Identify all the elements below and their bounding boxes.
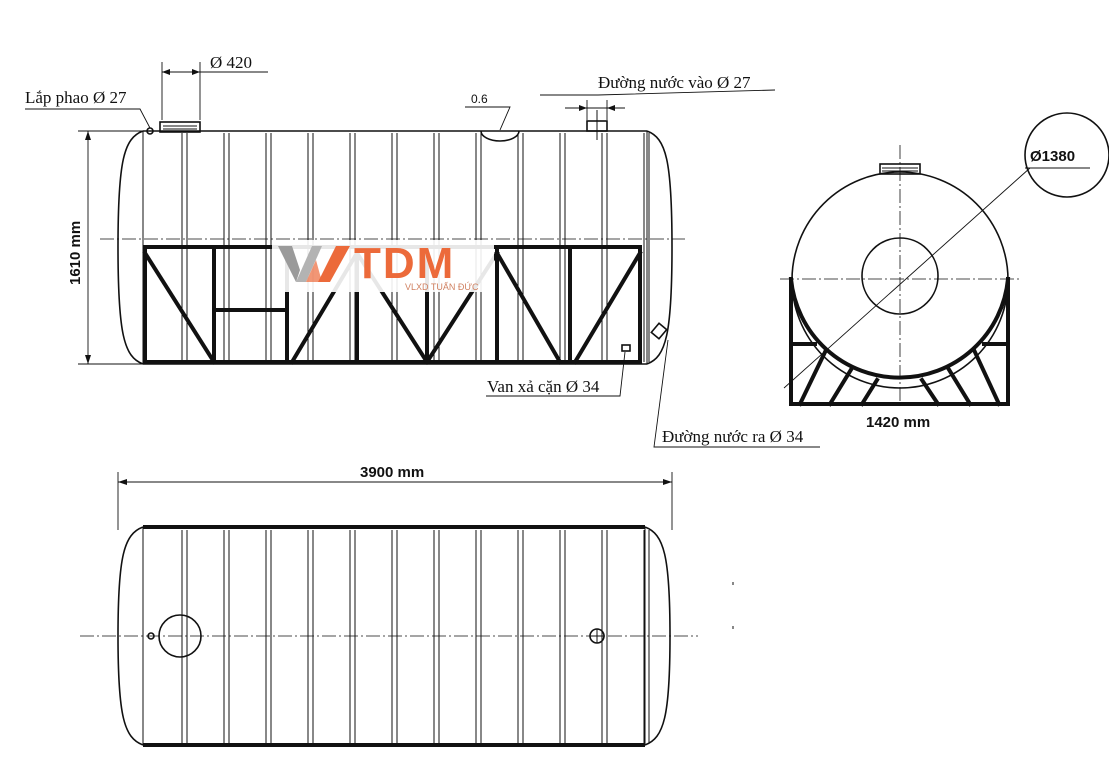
float-label: Lắp phao Ø 27 [25,88,127,107]
manhole-diameter-label: Ø 420 [210,53,252,72]
drain-valve-label: Van xả cặn Ø 34 [487,377,600,396]
vent-label: 0.6 [471,92,488,106]
length-label: 3900 mm [360,464,424,481]
outlet-pipe [650,322,668,340]
plan-view: 3900 mm [80,464,734,747]
vent-leader [465,106,511,131]
drain-valve-leader [486,351,626,397]
end-callout-circle [1024,112,1109,198]
logo-wordmark: TDM [354,239,455,288]
inlet-pipe [586,110,608,140]
side-manhole [159,121,201,133]
end-diameter-label: Ø1380 [1030,148,1075,165]
plan-float-hole [147,632,155,640]
end-top-fitting [879,163,921,175]
end-width-label: 1420 mm [866,414,930,431]
outlet-leader [653,339,820,448]
length-dimension [117,472,673,530]
height-dimension [78,130,143,365]
side-support-frame [142,245,643,365]
logo-emblem-icon [278,246,350,282]
float-leader [25,108,151,129]
float-fitting [146,127,154,135]
end-cradle-frame [788,276,1011,407]
plan-manhole-circle [158,614,202,658]
tdm-logo: TDM VLXD TUẤN ĐỨC [272,239,494,292]
end-diameter-leader [783,167,1031,389]
drain-valve [621,344,631,352]
vent-dome [480,130,520,142]
inlet-label: Đường nước vào Ø 27 [598,73,751,92]
end-view: Ø1380 1420 mm [780,112,1109,431]
inlet-dimension [540,89,776,120]
outlet-label: Đường nước ra Ø 34 [662,427,804,446]
height-label: 1610 mm [67,221,84,285]
manhole-dimension [161,62,268,120]
logo-subtitle: VLXD TUẤN ĐỨC [405,282,479,292]
plan-rib-stripes [181,530,650,743]
